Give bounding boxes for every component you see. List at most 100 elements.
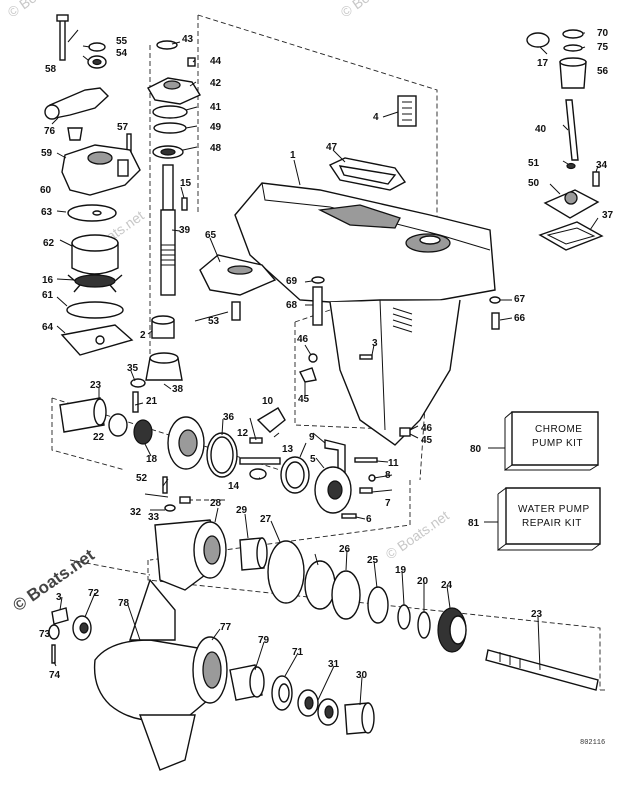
label-32: 32: [130, 507, 142, 518]
part-66-screw: [491, 312, 500, 330]
label-2: 2: [140, 330, 146, 341]
label-33: 33: [148, 512, 160, 523]
part-44-screw: [187, 57, 196, 67]
part-14-shaft: [239, 457, 281, 480]
label-67: 67: [514, 294, 526, 305]
label-62: 62: [43, 238, 55, 249]
water-pump-kit-box: WATER PUMP REPAIR KIT: [497, 487, 601, 551]
label-13: 13: [282, 444, 294, 455]
part-43-seal: [156, 40, 178, 50]
label-20: 20: [417, 576, 429, 587]
part-53-screw: [231, 301, 241, 321]
label-64: 64: [42, 322, 54, 333]
part-33-washer: [164, 504, 176, 512]
label-24: 24: [441, 580, 453, 591]
part-58-bolt: [56, 14, 69, 61]
drawing-code: 802116: [580, 739, 605, 747]
label-56: 56: [597, 66, 609, 77]
label-38: 38: [172, 384, 184, 395]
part-17-cap: [526, 32, 550, 48]
part-15-key: [181, 197, 188, 211]
label-3: 3: [372, 338, 378, 349]
label-31: 31: [328, 659, 340, 670]
label-53: 53: [208, 316, 220, 327]
part-16-impeller: [67, 274, 123, 293]
label-81: 81: [468, 518, 480, 529]
part-69-washer: [311, 276, 325, 284]
label-25: 25: [367, 555, 379, 566]
part-41-oring: [152, 105, 188, 119]
part-38-pinion: [145, 352, 183, 381]
water-kit-line2: REPAIR KIT: [522, 518, 582, 529]
part-32-screw: [179, 496, 191, 504]
part-4-grommet: [397, 95, 417, 127]
label-58: 58: [45, 64, 57, 75]
part-35-nut: [130, 378, 146, 388]
label-35: 35: [127, 363, 139, 374]
part-11-pin: [354, 457, 378, 463]
label-46: 46: [297, 334, 309, 345]
part-75-clip: [563, 44, 583, 52]
label-1: 1: [290, 150, 296, 161]
part-5-clutch: [314, 466, 352, 514]
part-36-gear: [167, 416, 205, 470]
label-11: 11: [388, 458, 399, 469]
part-55-washer: [88, 42, 106, 52]
label-72: 72: [88, 588, 100, 599]
label-75: 75: [597, 42, 609, 53]
label-45b: 45: [421, 435, 433, 446]
label-55: 55: [116, 36, 128, 47]
part-61-gasket: [66, 301, 124, 319]
label-70: 70: [597, 28, 609, 39]
part-3-pin: [359, 354, 373, 360]
label-73: 73: [39, 629, 51, 640]
label-59: 59: [41, 148, 53, 159]
part-54-seal: [87, 55, 107, 69]
water-kit-line1: WATER PUMP: [518, 504, 590, 515]
label-44: 44: [210, 56, 222, 67]
part-45b-plug: [399, 427, 411, 437]
label-36: 36: [223, 412, 235, 423]
label-39: 39: [179, 225, 191, 236]
label-5: 5: [310, 454, 316, 465]
label-78: 78: [118, 598, 130, 609]
part-36b-ring: [206, 432, 238, 478]
part-25-washer: [367, 586, 389, 624]
part-2-bearing: [151, 315, 175, 339]
part-39-driveshaft: [160, 164, 176, 296]
part-19-washer: [397, 604, 411, 630]
part-12-pin: [249, 437, 263, 444]
label-45: 45: [298, 394, 310, 405]
part-37-gasket: [538, 221, 604, 251]
label-8: 8: [385, 470, 391, 481]
label-46b: 46: [421, 423, 433, 434]
label-74: 74: [49, 670, 61, 681]
part-78-propeller: [93, 578, 228, 771]
label-54: 54: [116, 48, 128, 59]
label-6: 6: [366, 514, 372, 525]
label-30: 30: [356, 670, 368, 681]
part-62-impeller-cup: [71, 234, 119, 275]
part-3b-nut: [51, 607, 69, 625]
label-80: 80: [470, 444, 482, 455]
part-29-bearing: [239, 537, 268, 571]
label-17: 17: [537, 58, 549, 69]
label-63: 63: [41, 207, 53, 218]
part-51-seal: [566, 162, 576, 170]
label-28: 28: [210, 498, 222, 509]
chrome-kit-line1: CHROME: [535, 424, 582, 435]
part-31-seal: [297, 689, 339, 726]
part-23-shaft: [59, 397, 107, 433]
part-26-snapring: [304, 560, 361, 620]
label-7: 7: [385, 498, 391, 509]
label-52: 52: [136, 473, 148, 484]
part-70-ring: [562, 29, 584, 39]
part-79-spacer: [229, 664, 265, 701]
leader-lines: [51, 29, 599, 706]
part-50-plate: [543, 189, 600, 219]
label-69: 69: [286, 276, 298, 287]
part-60-pump-housing: [61, 144, 141, 196]
label-66: 66: [514, 313, 526, 324]
label-43: 43: [182, 34, 194, 45]
